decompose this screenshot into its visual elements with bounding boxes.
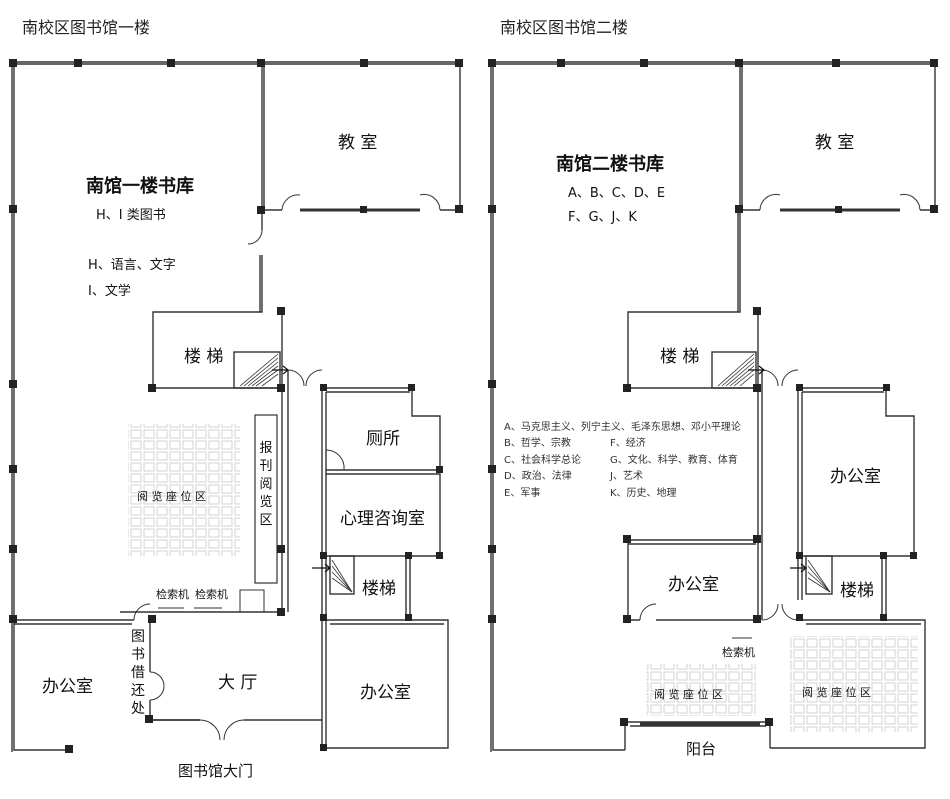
floor1-seat-grid <box>128 424 240 556</box>
floor1-office-right-label: 办公室 <box>360 683 411 703</box>
floor1-plan <box>11 61 462 752</box>
floor2-office-right <box>802 387 915 557</box>
floor1-arrow-down <box>312 563 331 573</box>
floor1-stairs-b <box>329 555 355 595</box>
floor2-seat-grid-left <box>646 664 756 716</box>
floor2-legend-d: D、政治、法律 <box>504 471 572 482</box>
floor2-arrow-up <box>748 365 765 375</box>
floor1-title: 南校区图书馆一楼 <box>22 18 151 37</box>
floor2-stack-line-1: A、B、C、D、E <box>568 186 666 201</box>
floor1-office-left <box>14 619 200 721</box>
floor1-arrow-up <box>272 365 289 375</box>
floor1-main-gate-label: 图书馆大门 <box>178 762 254 780</box>
floor1-catalog-1: 检索机 <box>156 588 189 601</box>
floor2-stack-wall <box>627 210 758 389</box>
floor2-corridor <box>757 312 803 620</box>
floor2-catalog: 检索机 <box>722 646 755 659</box>
floor1-main-gate <box>199 719 245 741</box>
floor2-office-right-label: 办公室 <box>830 467 881 487</box>
floor1-outer-wall <box>11 61 462 752</box>
floor1-stack-class: H、I 类图书 <box>96 208 166 223</box>
floor1-class-line-i: I、文学 <box>88 284 131 299</box>
floor2-seat-grid-right <box>790 636 918 732</box>
floor2-legend-k: K、历史、地理 <box>610 488 677 499</box>
floor2-classroom-label: 教 室 <box>815 133 855 153</box>
floor1-catalog-2: 检索机 <box>195 588 228 601</box>
floor2-arrow-down <box>790 563 807 573</box>
floor1-classroom-door <box>281 194 441 211</box>
floor1-columns <box>9 59 463 753</box>
floor1-counseling <box>326 473 441 557</box>
floor1-hall-label: 大 厅 <box>218 673 258 693</box>
floor2-reading-left-label: 阅 览 座 位 区 <box>654 688 723 701</box>
floor1-classroom-label: 教 室 <box>338 133 378 153</box>
floor2-balcony-label: 阳台 <box>686 740 717 758</box>
floor1-office-left-label: 办公室 <box>42 677 93 697</box>
floor1-stack-door <box>247 229 263 245</box>
floor1-reading-area-label: 阅 览 座 位 区 <box>137 490 206 503</box>
floor2-legend-a: A、马克思主义、列宁主义、毛泽东思想、邓小平理论 <box>504 422 741 433</box>
floor2-office-mid-label: 办公室 <box>668 575 719 595</box>
floor2-stairs-b-label: 楼梯 <box>840 581 874 601</box>
floor2-stairs-a-label: 楼 梯 <box>660 347 700 367</box>
floor1-counseling-label: 心理咨询室 <box>340 509 425 529</box>
floor1-toilet-label: 厕所 <box>366 429 400 449</box>
floor2-stack-name: 南馆二楼书库 <box>556 154 664 175</box>
floor1-lending-desk-label: 图 书 借 还 处 <box>131 629 145 717</box>
floor2-columns <box>488 59 938 726</box>
floor2-office-mid <box>627 539 758 621</box>
floor2-title: 南校区图书馆二楼 <box>500 18 629 37</box>
floor1-stack-name: 南馆一楼书库 <box>86 176 194 197</box>
floor2-reading-right-label: 阅 览 座 位 区 <box>802 686 871 699</box>
floor2-legend-e: E、军事 <box>504 488 541 499</box>
floor1-stairs-a-label: 楼 梯 <box>184 347 224 367</box>
floor1-toilet <box>326 387 441 471</box>
floor2-legend-f: F、经济 <box>610 438 646 449</box>
floor1-newspaper-area-label: 报 刊 阅 览 区 <box>259 441 273 528</box>
floor1-newspaper-shelf <box>254 414 278 584</box>
floor2-legend-g: G、文化、科学、教育、体育 <box>610 455 738 466</box>
floor2-legend-j: J、艺术 <box>610 471 643 482</box>
floor2-stairs-b <box>805 555 833 595</box>
floor1-class-line-h: H、语言、文字 <box>88 258 176 273</box>
floor2-stack-line-2: F、G、J、K <box>568 210 637 225</box>
floor2-legend-b: B、哲学、宗教 <box>504 438 571 449</box>
floor1-office-right <box>326 619 449 749</box>
floor1-stairs-b-label: 楼梯 <box>362 579 396 599</box>
floor2-legend-c: C、社会科学总论 <box>504 455 581 466</box>
